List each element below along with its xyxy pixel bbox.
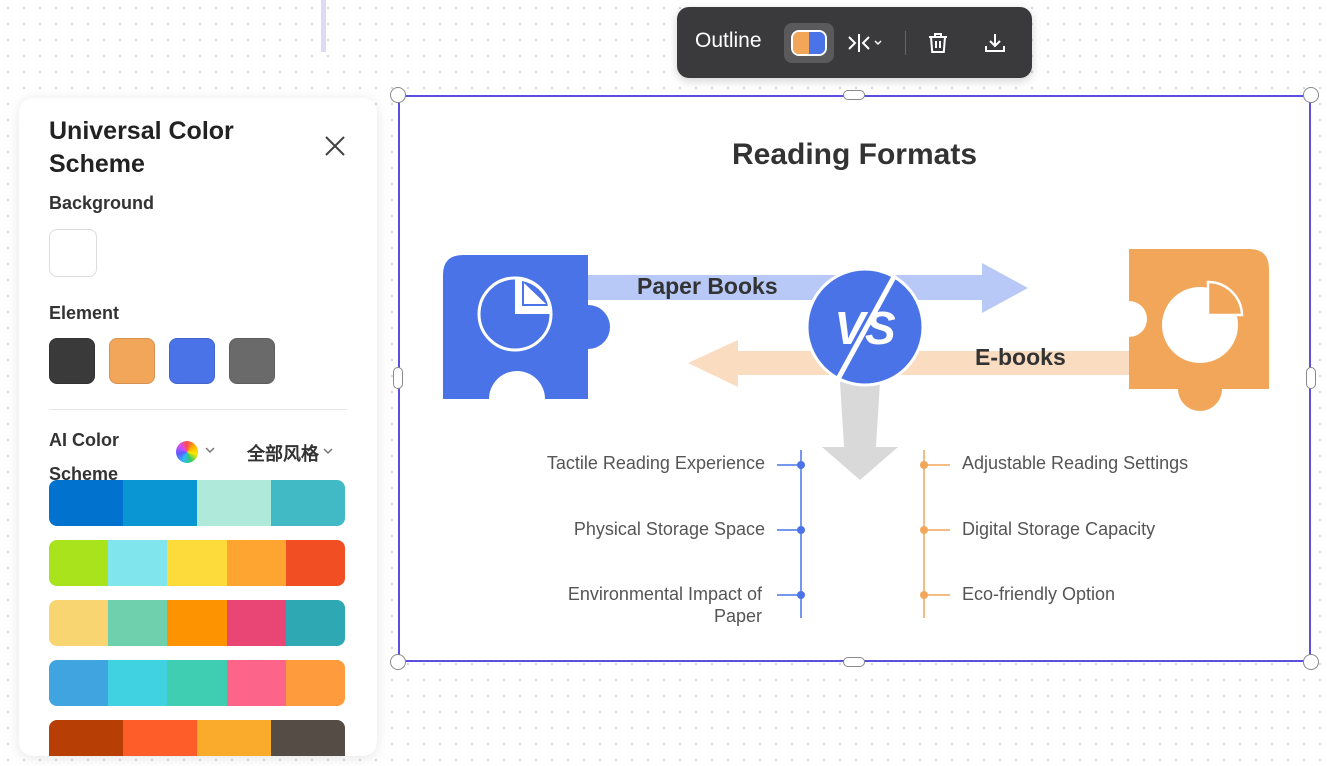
palette-color-3 — [197, 720, 271, 756]
resize-handle-right[interactable] — [1306, 367, 1316, 389]
palette-color-4 — [226, 660, 286, 706]
palette-option-2[interactable] — [49, 540, 345, 586]
resize-handle-top-left[interactable] — [390, 87, 406, 103]
element-swatch-1[interactable] — [49, 338, 95, 384]
paper-puzzle-piece — [443, 255, 610, 399]
trash-icon — [929, 33, 947, 53]
palette-option-4[interactable] — [49, 660, 345, 706]
palette-color-1 — [49, 660, 109, 706]
ebook-points-timeline — [920, 450, 950, 618]
style-filter-dropdown[interactable]: 全部风格 — [247, 444, 319, 464]
palette-color-3 — [167, 540, 227, 586]
palette-color-2 — [123, 480, 197, 526]
palette-color-2 — [123, 720, 197, 756]
element-swatch-4[interactable] — [229, 338, 275, 384]
paper-points-timeline — [777, 450, 805, 618]
palette-color-5 — [285, 660, 345, 706]
download-icon — [985, 34, 1005, 52]
palette-color-4 — [271, 720, 345, 756]
download-button[interactable] — [975, 23, 1015, 63]
chevron-down-icon[interactable] — [203, 443, 217, 457]
ebook-arrow — [688, 340, 1140, 387]
canvas-guide-line — [321, 0, 326, 52]
palette-color-2 — [108, 600, 168, 646]
down-arrow — [822, 382, 898, 480]
comparison-graphic: VS — [443, 249, 1269, 618]
diagram-title[interactable]: Reading Formats — [731, 138, 978, 171]
color-scheme-button[interactable] — [784, 23, 834, 63]
split-direction-icon — [848, 34, 882, 52]
ebooks-label[interactable]: E-books — [975, 344, 1066, 370]
layout-direction-button[interactable] — [843, 23, 887, 63]
palette-color-1 — [49, 720, 123, 756]
palette-color-1 — [49, 600, 109, 646]
color-scheme-icon — [791, 30, 827, 56]
ebook-point-3[interactable]: Eco-friendly Option — [962, 584, 1116, 604]
palette-color-3 — [167, 660, 227, 706]
delete-button[interactable] — [918, 23, 958, 63]
palette-color-5 — [285, 600, 345, 646]
element-heading: Element — [49, 303, 120, 323]
palette-color-1 — [49, 480, 123, 526]
floating-toolbar: Outline — [677, 7, 1032, 78]
vs-text: VS — [834, 302, 896, 354]
paper-point-2[interactable]: Physical Storage Space — [573, 519, 765, 539]
resize-handle-left[interactable] — [393, 367, 403, 389]
palette-option-5[interactable] — [49, 720, 345, 756]
ebook-puzzle-piece — [1129, 249, 1269, 411]
paper-point-1[interactable]: Tactile Reading Experience — [546, 453, 765, 473]
ebook-point-2[interactable]: Digital Storage Capacity — [962, 519, 1156, 539]
diagram-canvas[interactable]: Reading Formats VS — [398, 95, 1311, 662]
palette-color-4 — [271, 480, 345, 526]
element-swatch-2[interactable] — [109, 338, 155, 384]
resize-handle-top[interactable] — [843, 90, 865, 100]
color-scheme-panel: Universal Color Scheme Background Elemen… — [19, 98, 377, 756]
resize-handle-bottom-right[interactable] — [1303, 654, 1319, 670]
palette-color-4 — [226, 540, 286, 586]
resize-handle-top-right[interactable] — [1303, 87, 1319, 103]
background-swatch[interactable] — [49, 229, 97, 277]
palette-color-3 — [167, 600, 227, 646]
toolbar-separator — [905, 31, 906, 55]
palette-color-2 — [108, 540, 168, 586]
palette-color-3 — [197, 480, 271, 526]
close-button[interactable] — [319, 130, 351, 162]
close-icon — [325, 136, 345, 156]
paper-point-3[interactable]: Environmental Impact of Paper — [567, 584, 762, 626]
palette-option-3[interactable] — [49, 600, 345, 646]
paper-arrow — [586, 263, 1028, 313]
outline-button[interactable]: Outline — [695, 29, 762, 52]
vs-badge: VS — [805, 267, 925, 387]
resize-handle-bottom-left[interactable] — [390, 654, 406, 670]
resize-handle-bottom[interactable] — [843, 657, 865, 667]
palette-color-5 — [285, 540, 345, 586]
palette-color-1 — [49, 540, 109, 586]
color-wheel-icon[interactable] — [176, 441, 198, 463]
palette-color-2 — [108, 660, 168, 706]
ebook-point-1[interactable]: Adjustable Reading Settings — [962, 453, 1189, 473]
paper-books-label[interactable]: Paper Books — [637, 273, 778, 299]
palette-color-4 — [226, 600, 286, 646]
panel-title: Universal Color Scheme — [49, 117, 234, 178]
palette-option-1[interactable] — [49, 480, 345, 526]
chevron-down-icon[interactable] — [321, 444, 335, 458]
panel-divider — [49, 409, 347, 410]
background-heading: Background — [49, 193, 155, 213]
element-swatch-3[interactable] — [169, 338, 215, 384]
ai-color-scheme-heading: AI Color Scheme — [49, 430, 119, 484]
